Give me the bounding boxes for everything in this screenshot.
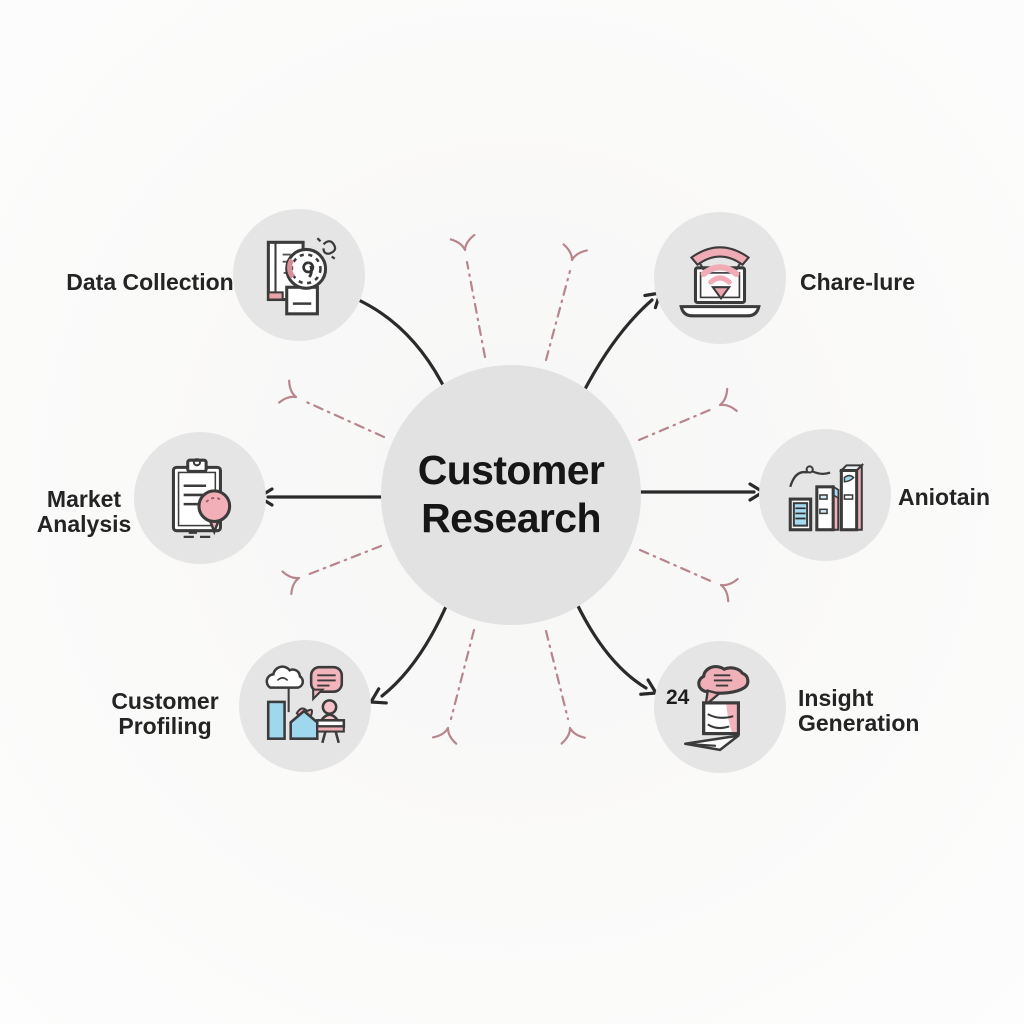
node-label-data-collection: Data Collection bbox=[66, 269, 234, 295]
node-circle-customer-profiling bbox=[239, 640, 371, 772]
clipboard-lens-icon bbox=[171, 458, 232, 538]
connector-market-analysis bbox=[257, 487, 383, 507]
ray-bottom-left bbox=[431, 628, 476, 745]
idea-bubble-report-icon bbox=[683, 665, 750, 752]
ray-top-left bbox=[449, 233, 487, 359]
node-label-market-analysis: Market Analysis bbox=[36, 486, 132, 537]
bar-chart-icon bbox=[788, 462, 865, 532]
center-title: Customer Research bbox=[417, 447, 605, 541]
ray-top-right bbox=[544, 243, 588, 362]
ray-bottom-right bbox=[544, 629, 586, 745]
ray-upper-right-diagonal bbox=[637, 387, 738, 442]
ray-upper-left-diagonal bbox=[278, 379, 386, 439]
connector-customer-profiling bbox=[369, 600, 450, 705]
node-label-chare-lure: Chare-lure bbox=[800, 269, 916, 295]
connector-insight-generation bbox=[574, 600, 658, 696]
center-node: Customer Research bbox=[381, 365, 641, 625]
document-magnifier-icon bbox=[266, 237, 337, 316]
node-circle-insight-generation: 24 bbox=[654, 641, 786, 773]
ray-lower-right-diagonal bbox=[638, 548, 739, 603]
node-circle-data-collection bbox=[233, 209, 365, 341]
node-circle-market-analysis bbox=[134, 432, 266, 564]
node-label-insight-generation: Insight Generation bbox=[798, 685, 920, 736]
connector-chare-lure bbox=[582, 291, 662, 393]
connector-aniotain bbox=[639, 482, 765, 502]
ray-lower-left-diagonal bbox=[281, 544, 383, 596]
node-label-customer-profiling: Customer Profiling bbox=[111, 688, 219, 739]
badge-24: 24 bbox=[666, 686, 690, 709]
node-circle-aniotain bbox=[759, 429, 891, 561]
persona-collage-icon bbox=[265, 665, 346, 744]
laptop-wifi-icon bbox=[679, 246, 761, 318]
node-label-aniotain: Aniotain bbox=[898, 484, 990, 510]
node-circle-chare-lure bbox=[654, 212, 786, 344]
